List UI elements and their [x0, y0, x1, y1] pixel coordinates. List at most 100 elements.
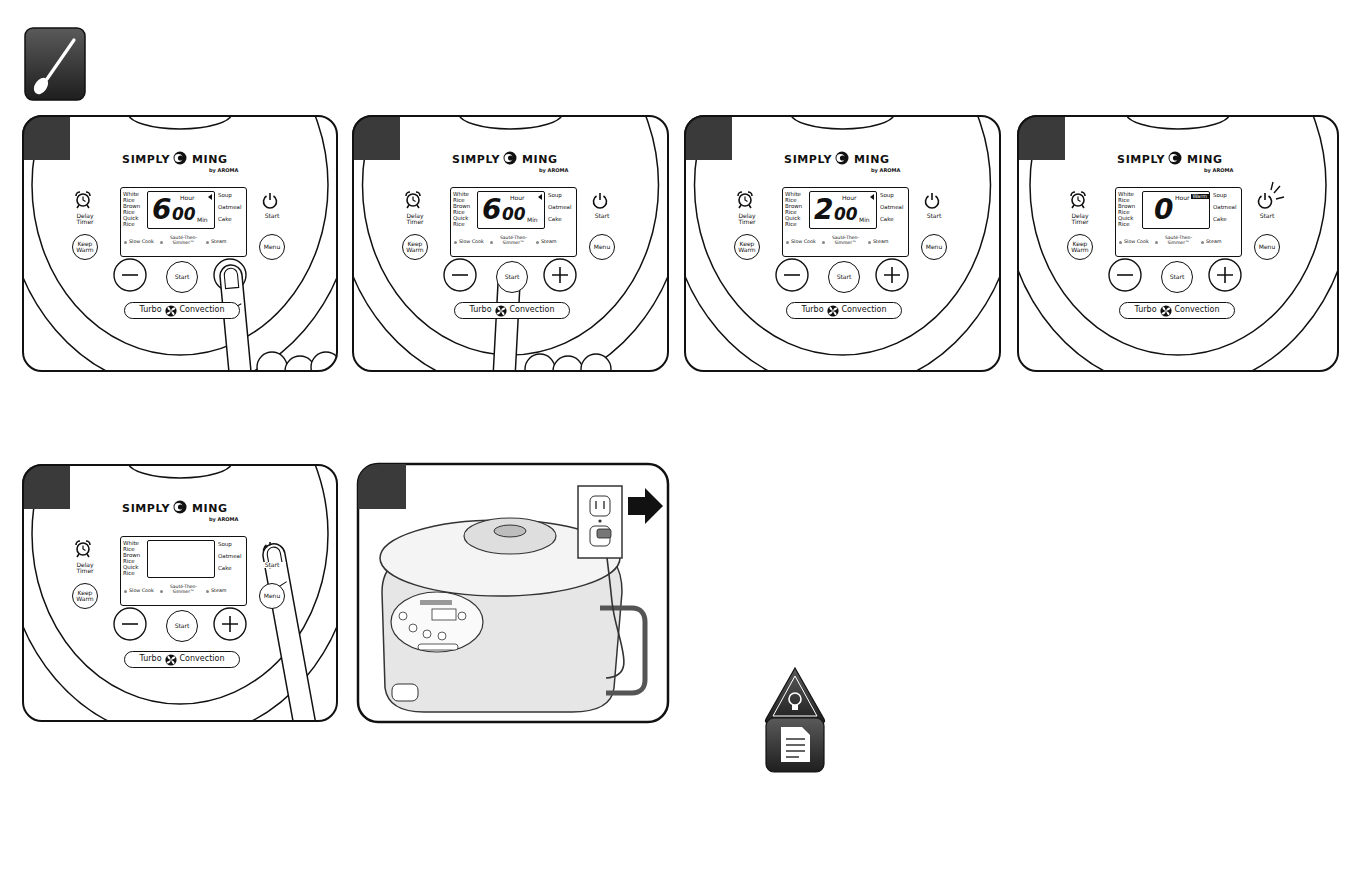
knuckle: [285, 356, 315, 372]
lcd-readout: 200HourMin: [809, 191, 877, 229]
fan-blade: [171, 307, 176, 310]
logo-mark: [174, 152, 187, 165]
brand-text: SIMPLY: [104, 154, 170, 166]
button-label: Turbo: [140, 306, 162, 314]
brand-text: SIMPLY: [104, 503, 170, 515]
control-face: [32, 115, 328, 355]
button-label: Start: [832, 274, 856, 280]
fan-blade: [171, 311, 174, 316]
fan-disc: [165, 654, 176, 665]
indicator-dot: [160, 590, 163, 593]
fan-blade: [171, 660, 174, 665]
socket: [590, 496, 610, 516]
icon-tile: [25, 28, 85, 100]
mode-label: Oatmeal: [218, 554, 242, 560]
tip-inner-outline: [773, 676, 817, 716]
minus-button: [444, 259, 476, 291]
button-label: Start: [500, 274, 524, 280]
button-label: Start: [1165, 274, 1189, 280]
knuckle: [525, 354, 555, 372]
button-caption: Start: [920, 213, 948, 219]
logo-dot: [1173, 155, 1178, 160]
alarm-icon: [406, 192, 420, 208]
mini-button: [423, 630, 431, 638]
mode-label: White Rice: [123, 541, 145, 553]
button-caption: Delay Timer: [68, 213, 102, 226]
round-button: Menu: [589, 234, 615, 260]
brand-text: SIMPLY: [766, 154, 832, 166]
lid-hinge: [128, 115, 232, 129]
mode-label: White Rice: [453, 192, 475, 204]
display-panel: White RiceBrown RiceQuick RiceSoupOatmea…: [120, 187, 247, 257]
control-panel-art: [4, 0, 356, 416]
fan-blade: [167, 655, 170, 660]
button-ring: [1209, 259, 1241, 291]
mode-label: White Rice: [785, 192, 807, 204]
button-label: Keep Warm: [73, 590, 97, 603]
mode-label: Oatmeal: [218, 205, 242, 211]
mode-label: Sauté-Then-Simmer™: [827, 236, 864, 245]
lid-top: [464, 518, 556, 554]
power-icon: [594, 193, 607, 208]
fan-icon: [165, 654, 177, 666]
logo-disc: [174, 501, 187, 514]
indicator-dot: [868, 241, 871, 244]
logo-dot: [178, 155, 183, 160]
round-button: Menu: [259, 583, 285, 609]
mode-label: Brown Rice: [453, 204, 475, 216]
mode-pointer: [870, 194, 874, 200]
button-caption: Delay Timer: [730, 213, 764, 226]
button-ring: [776, 259, 808, 291]
fan-blade: [828, 311, 833, 314]
button-ring: [214, 608, 246, 640]
button-label: Keep Warm: [735, 241, 759, 254]
cooker-outline: [684, 115, 1001, 372]
logo-crescent: [505, 154, 513, 162]
mode-label: Brown Rice: [1118, 204, 1140, 216]
brand-text: MING: [522, 154, 558, 166]
turbo-button: TurboConvection: [1119, 302, 1235, 319]
mode-label: Brown Rice: [123, 553, 145, 565]
cooker-outline: [1017, 115, 1339, 372]
mini-button: [438, 632, 446, 640]
button-caption: Start: [258, 213, 286, 219]
control-face: [1030, 115, 1326, 355]
mode-label: Oatmeal: [1213, 205, 1237, 211]
indicator-dot: [454, 241, 457, 244]
knuckle: [311, 352, 338, 372]
clock-hands: [745, 197, 748, 202]
fan-blade: [833, 311, 836, 316]
control-panel-art: [4, 329, 356, 766]
button-label: Convection: [1175, 306, 1220, 314]
icon-tile: [766, 718, 824, 772]
knuckle: [581, 354, 611, 372]
clock-face: [77, 194, 89, 206]
button-ring: [876, 259, 908, 291]
brand-text: MING: [192, 154, 228, 166]
mode-label: Steam: [1206, 239, 1222, 244]
mode-label: Cake: [218, 566, 232, 572]
button-label: Menu: [922, 244, 946, 250]
fan-blade: [1166, 311, 1169, 316]
mode-label: Oatmeal: [548, 205, 572, 211]
logo-dot: [178, 504, 183, 509]
step-panel: SIMPLYMINGby AROMADelay TimerStartWhite …: [352, 115, 669, 372]
display-panel: White RiceBrown RiceQuick RiceSoupOatmea…: [782, 187, 909, 257]
steam-vent: [494, 525, 526, 537]
mode-label: Slow Cook: [129, 588, 154, 593]
control-face: [695, 115, 991, 355]
fan-disc: [1160, 305, 1171, 316]
fan-blade: [501, 311, 504, 316]
logo-crescent: [1170, 154, 1178, 162]
clock-hands: [413, 197, 416, 202]
button-label: Convection: [180, 655, 225, 663]
finger-outline: [261, 542, 323, 722]
mode-label: Steam: [211, 239, 227, 244]
cooker-body-edge: [1017, 115, 1339, 372]
brand-subtext: by AROMA: [209, 517, 238, 522]
logo-disc: [1169, 152, 1182, 165]
minus-button: [114, 259, 146, 291]
fan-disc: [495, 305, 506, 316]
button-ring: [114, 608, 146, 640]
button-label: Turbo: [802, 306, 824, 314]
